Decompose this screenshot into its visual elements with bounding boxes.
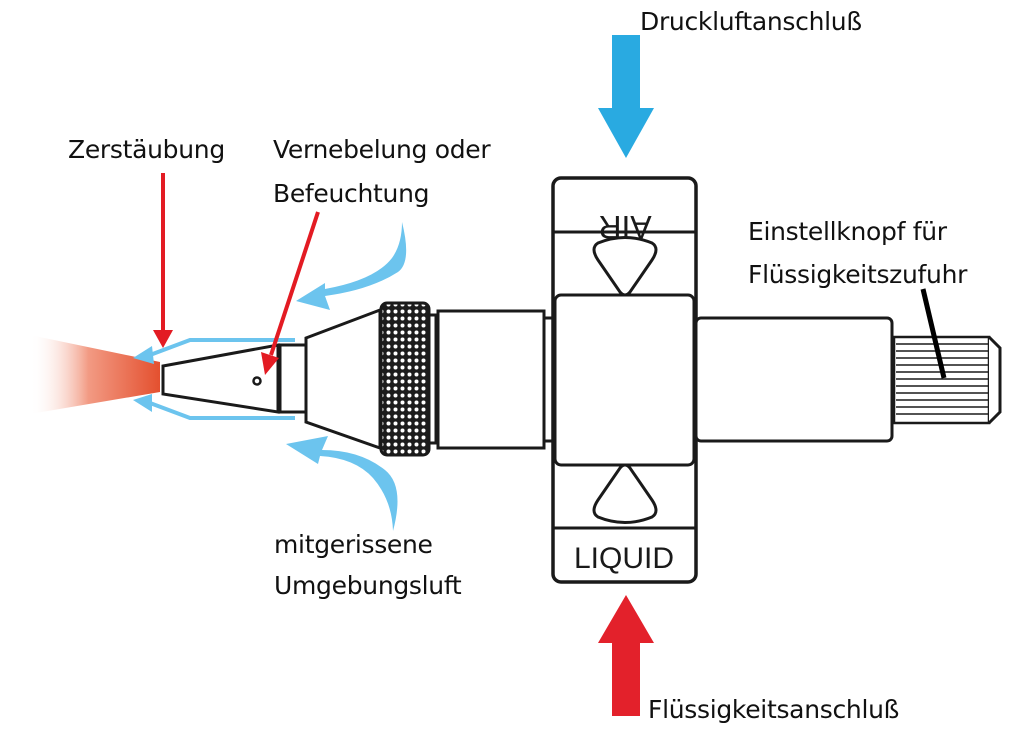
knurled-ring bbox=[379, 301, 431, 457]
nozzle-collar bbox=[278, 343, 308, 414]
label-misting-line1: Vernebelung oder bbox=[273, 135, 491, 164]
nozzle-body-tube bbox=[436, 309, 546, 450]
air-marking: AIR bbox=[598, 209, 651, 245]
rear-shaft bbox=[694, 316, 894, 443]
misting-pointer-head bbox=[261, 352, 279, 375]
air-cap bbox=[304, 307, 382, 451]
liquid-supply-arrow bbox=[598, 595, 654, 716]
air-flow-lines bbox=[149, 338, 295, 420]
central-block-core bbox=[553, 293, 696, 467]
label-entrained-line2: Umgebungsluft bbox=[274, 571, 462, 600]
label-knob-line2: Flüssigkeitszufuhr bbox=[748, 260, 968, 289]
adjustment-knob bbox=[892, 335, 1002, 425]
ring-separator bbox=[427, 313, 438, 445]
air-port-triangle bbox=[592, 236, 658, 297]
compressed-air-arrow bbox=[598, 35, 654, 158]
entrained-air-arrow-top bbox=[296, 222, 407, 310]
label-liquid-connection: Flüssigkeitsanschluß bbox=[648, 695, 900, 724]
knob-pointer-line bbox=[920, 288, 947, 379]
misting-pointer-line bbox=[269, 211, 320, 356]
label-misting-line2: Befeuchtung bbox=[273, 179, 430, 208]
air-flow-arrowhead-top bbox=[133, 346, 154, 364]
label-air-connection: Druckluftanschluß bbox=[640, 7, 862, 36]
liquid-port-triangle bbox=[592, 463, 658, 524]
spray-plume bbox=[30, 335, 160, 414]
air-flow-arrowhead-bottom bbox=[133, 394, 152, 412]
atomization-pointer-head bbox=[153, 330, 173, 348]
entrained-air-arrow-bottom bbox=[286, 436, 398, 531]
label-knob-line1: Einstellknopf für bbox=[748, 217, 947, 246]
label-atomization: Zerstäubung bbox=[68, 135, 225, 164]
label-entrained-line1: mitgerissene bbox=[274, 530, 433, 559]
liquid-marking: LIQUID bbox=[574, 542, 674, 575]
nozzle-orifice bbox=[252, 376, 262, 386]
nozzle-tip bbox=[161, 343, 280, 414]
